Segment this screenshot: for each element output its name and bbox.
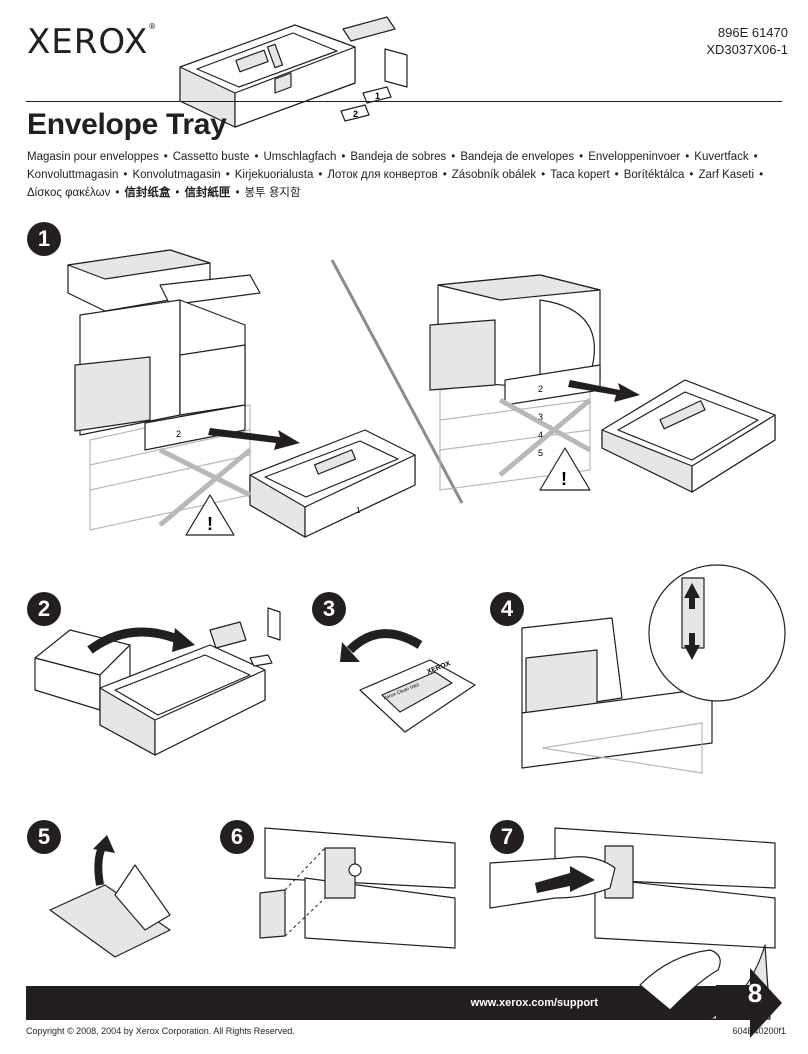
next-arrow-icon (716, 968, 782, 1038)
tray-number-5: 5 (538, 448, 543, 458)
step-2-badge: 2 (27, 592, 61, 626)
translation-pl: Taca kopert (550, 169, 610, 181)
step-5-peel-film (49, 835, 171, 958)
translation-ru: Лоток для конвертов (327, 169, 438, 181)
translation-es: Bandeja de envelopes (460, 151, 575, 163)
separator: • (123, 169, 128, 181)
tray-label-1: 1 (375, 91, 380, 101)
warning-triangle-icon (539, 447, 591, 491)
page-title: Envelope Tray (27, 108, 227, 141)
separator: • (235, 187, 240, 199)
doc-code-1: 896E 61470 (717, 25, 788, 40)
separator: • (225, 169, 230, 181)
step-7-badge: 7 (490, 820, 524, 854)
step-5-badge: 5 (27, 820, 61, 854)
separator: • (175, 187, 180, 199)
separator: • (115, 187, 120, 199)
step-6-badge: 6 (220, 820, 254, 854)
doc-id: 604E40200f1 (732, 1026, 786, 1036)
translation-it: Cassetto buste (172, 151, 250, 163)
warning-triangle-icon (185, 494, 235, 536)
warning-symbol: ! (207, 514, 213, 534)
separator: • (163, 151, 168, 163)
warning-symbol: ! (561, 469, 567, 489)
translation-nl: Enveloppeninvoer (588, 151, 681, 163)
xerox-logo: XEROX® (27, 22, 157, 62)
tray-number-4: 4 (538, 430, 543, 440)
step-2-unpack-tray (34, 607, 281, 756)
separator: • (685, 151, 690, 163)
copyright: Copyright © 2008, 2004 by Xerox Corporat… (26, 1026, 295, 1036)
step-7-push-bracket (489, 827, 776, 949)
step-1-right-printer: 2 3 4 5 ! (429, 274, 776, 493)
tray-label-2-card (340, 104, 370, 122)
separator: • (579, 151, 584, 163)
separator: • (254, 151, 259, 163)
translation-tr: Zarf Kaseti (698, 169, 755, 181)
step-1-badge: 1 (27, 222, 61, 256)
tray-number-1: 1 (356, 506, 361, 515)
logo-text: XEROX (27, 22, 149, 62)
translation-de: Umschlagfach (263, 151, 337, 163)
tray-label-2: 2 (353, 109, 358, 119)
separator: • (341, 151, 346, 163)
translation-hu: Borítéktálca (623, 169, 685, 181)
translation-da: Konvoluttmagasin (27, 169, 119, 181)
translation-fr: Magasin pour enveloppes (27, 151, 159, 163)
translation-zh-tw: 信封紙匣 (184, 187, 231, 199)
translation-ko: 봉투 용지함 (244, 187, 301, 199)
translation-sv: Kuvertfack (694, 151, 749, 163)
translation-el: Δίσκος φακέλων (27, 187, 111, 199)
separator: • (442, 169, 447, 181)
tray-number-2b: 2 (538, 384, 543, 394)
translations: Magasin pour enveloppes • Cassetto buste • U… (27, 148, 787, 202)
step-3-badge: 3 (312, 592, 346, 626)
footer-bar (26, 986, 716, 1020)
registered-mark: ® (148, 22, 158, 31)
step-3-bag: XEROX Xerox Clean Inks (340, 629, 476, 733)
step-4-printer-insert (521, 564, 786, 774)
step-1-left-printer: 2 1 ! (67, 249, 416, 538)
support-url[interactable]: www.xerox.com/support (470, 997, 598, 1009)
translation-no: Konvolutmagasin (132, 169, 221, 181)
translation-zh-cn: 信封纸盒 (124, 187, 171, 199)
separator: • (318, 169, 323, 181)
separator: • (689, 169, 694, 181)
doc-code-2: XD3037X06-1 (706, 42, 788, 57)
translation-cs: Zásobník obálek (451, 169, 537, 181)
separator: • (451, 151, 456, 163)
tray-number-3: 3 (538, 412, 543, 422)
next-step-number: 8 (747, 978, 763, 1008)
header-rule (26, 101, 782, 102)
step-4-badge: 4 (490, 592, 524, 626)
tray-number-2: 2 (176, 429, 181, 439)
translation-fi: Kirjekuorialusta (234, 169, 314, 181)
separator: • (614, 169, 619, 181)
separator: • (541, 169, 546, 181)
step-6-bracket (259, 827, 456, 949)
translation-pt: Bandeja de sobres (350, 151, 447, 163)
separator: • (753, 151, 758, 163)
doc-codes: 896E 61470 XD3037X06-1 (706, 24, 788, 58)
separator: • (759, 169, 764, 181)
tray-label-1-card (362, 86, 392, 104)
